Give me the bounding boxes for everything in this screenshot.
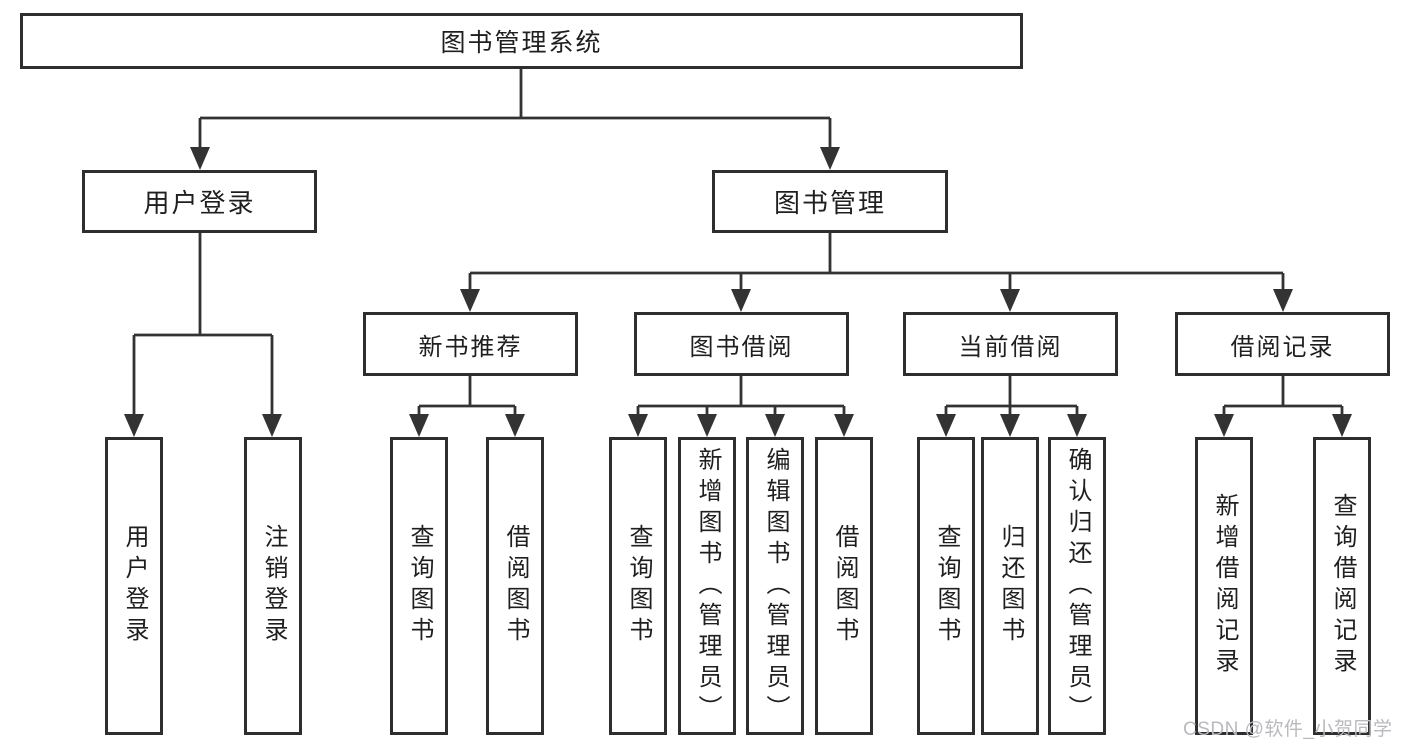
node-label: 确认归还（管理员） (1064, 446, 1091, 726)
node-borrowing-records: 借阅记录 (1175, 312, 1390, 376)
leaf-user-login: 用户登录 (105, 437, 163, 735)
leaf-query-books-borrowing: 查询图书 (609, 437, 667, 735)
node-label: 图书管理系统 (440, 29, 603, 57)
leaf-borrow-books: 借阅图书 (815, 437, 873, 735)
node-book-borrowing: 图书借阅 (634, 312, 849, 376)
arrowhead-icon (124, 147, 1352, 437)
node-label: 归还图书 (997, 524, 1024, 648)
watermark: CSDN @软件_小贺同学 (1183, 719, 1393, 740)
node-label: 查询图书 (625, 524, 652, 648)
leaf-query-books-recommend: 查询图书 (390, 437, 448, 735)
node-label: 借阅图书 (502, 524, 529, 648)
leaf-add-borrow-record: 新增借阅记录 (1195, 437, 1253, 735)
leaf-borrow-books-recommend: 借阅图书 (486, 437, 544, 735)
leaf-add-books-admin: 新增图书（管理员） (678, 437, 736, 735)
leaf-confirm-return-admin: 确认归还（管理员） (1048, 437, 1106, 735)
leaf-query-borrow-record: 查询借阅记录 (1313, 437, 1371, 735)
node-label: 用户登录 (143, 188, 256, 218)
node-new-book-recommendation: 新书推荐 (363, 312, 578, 376)
node-label: 查询借阅记录 (1329, 493, 1356, 679)
node-label: 用户登录 (121, 524, 148, 648)
leaf-logout: 注销登录 (244, 437, 302, 735)
node-label: 新书推荐 (418, 333, 523, 361)
node-book-management: 图书管理 (712, 170, 948, 233)
node-user-login: 用户登录 (82, 170, 317, 233)
node-label: 查询图书 (406, 524, 433, 648)
leaf-query-books-current: 查询图书 (917, 437, 975, 735)
node-label: 图书管理 (773, 188, 886, 218)
leaf-return-books: 归还图书 (981, 437, 1039, 735)
node-label: 编辑图书（管理员） (762, 446, 789, 726)
node-current-borrowing: 当前借阅 (903, 312, 1118, 376)
node-label: 新增借阅记录 (1211, 493, 1238, 679)
node-label: 借阅图书 (831, 524, 858, 648)
node-label: 查询图书 (933, 524, 960, 648)
node-library-management-system: 图书管理系统 (20, 13, 1023, 69)
node-label: 图书借阅 (689, 333, 794, 361)
leaf-edit-books-admin: 编辑图书（管理员） (746, 437, 804, 735)
node-label: 借阅记录 (1230, 333, 1335, 361)
node-label: 注销登录 (260, 524, 287, 648)
node-label: 当前借阅 (958, 333, 1063, 361)
node-label: 新增图书（管理员） (694, 446, 721, 726)
